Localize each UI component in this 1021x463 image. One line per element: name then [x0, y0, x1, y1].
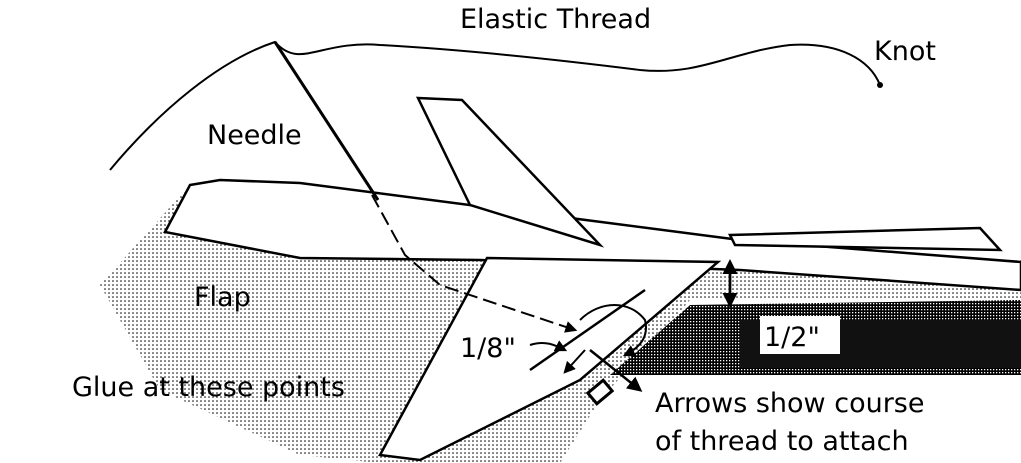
- thread-course-arrows: [371, 194, 578, 333]
- label-arrows-line1: Arrows show course: [655, 388, 924, 419]
- elastic-thread: [109, 40, 881, 171]
- label-half-inch: 1/2": [764, 322, 820, 353]
- label-flap: Flap: [194, 282, 251, 313]
- knot-dot: [877, 82, 883, 88]
- half-inch-label-box: [760, 316, 840, 354]
- label-glue-points: Glue at these points: [72, 372, 345, 403]
- flap-panel: [378, 256, 722, 462]
- glue-point-marker: [585, 378, 615, 406]
- canopy: [728, 226, 1003, 252]
- wing-top: [163, 178, 1021, 292]
- vertical-fin: [415, 96, 605, 248]
- label-elastic-thread: Elastic Thread: [460, 4, 651, 35]
- label-needle: Needle: [207, 120, 302, 151]
- label-knot: Knot: [874, 36, 936, 67]
- label-eighth-inch: 1/8": [460, 333, 516, 364]
- needle: [273, 41, 380, 201]
- label-arrows-line2: of thread to attach: [655, 426, 909, 457]
